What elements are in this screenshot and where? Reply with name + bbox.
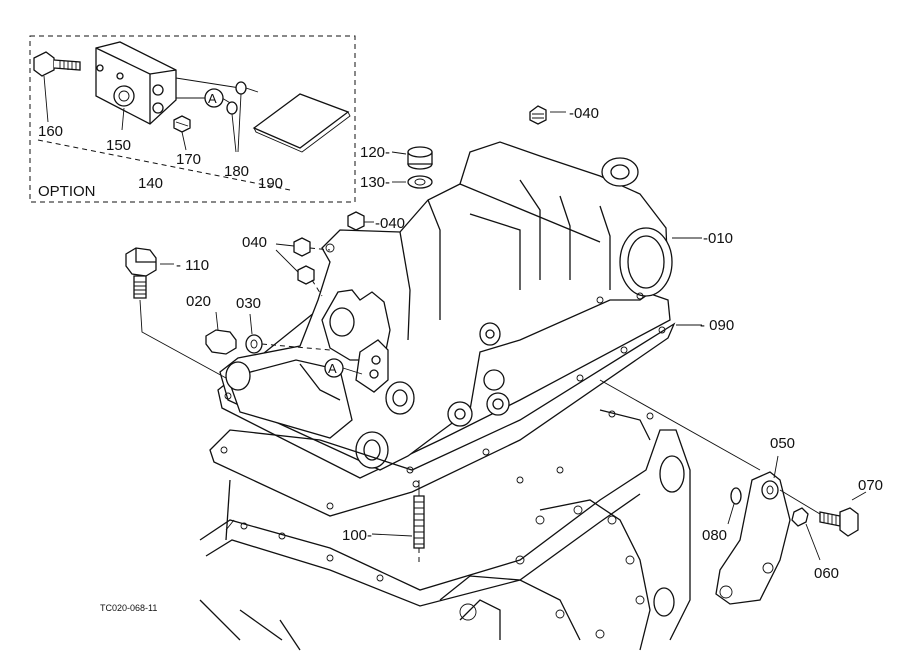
label-120: 120- bbox=[360, 144, 390, 161]
option-box bbox=[29, 35, 356, 203]
label-080: 080 bbox=[702, 527, 727, 544]
part-130-washer[interactable] bbox=[392, 175, 433, 189]
part-070-bolt[interactable] bbox=[779, 489, 867, 537]
part-040-plug-top-right[interactable] bbox=[529, 105, 566, 125]
diagram-code: TC020-068-11 bbox=[100, 603, 157, 613]
option-label: OPTION bbox=[38, 183, 96, 200]
label-070: 070 bbox=[858, 477, 883, 494]
part-010-housing[interactable] bbox=[217, 141, 673, 479]
part-120-cap[interactable] bbox=[391, 146, 433, 170]
svg-text:A: A bbox=[328, 361, 337, 376]
label-040-mid: -040 bbox=[375, 215, 405, 232]
labels: 160 150 170 180 190 140 OPTION -040 120-… bbox=[38, 105, 883, 613]
part-030-washer[interactable] bbox=[245, 313, 331, 354]
callout-a-housing: A bbox=[324, 358, 363, 378]
part-090-gasket[interactable] bbox=[209, 322, 676, 517]
label-170: 170 bbox=[176, 151, 201, 168]
svg-text:A: A bbox=[208, 91, 217, 106]
part-180-o-rings[interactable] bbox=[175, 77, 259, 153]
transmission-case bbox=[199, 409, 691, 651]
callout-a-option: A bbox=[204, 88, 224, 108]
part-060-plug[interactable] bbox=[791, 507, 821, 561]
label-180: 180 bbox=[224, 163, 249, 180]
part-050-bracket[interactable] bbox=[599, 379, 791, 605]
label-040-left: 040 bbox=[242, 234, 267, 251]
label-060: 060 bbox=[814, 565, 839, 582]
label-190: 190 bbox=[258, 175, 283, 192]
part-040-plug-left[interactable] bbox=[275, 237, 331, 297]
label-150: 150 bbox=[106, 137, 131, 154]
part-040-plug-mid[interactable] bbox=[347, 211, 374, 231]
label-140: 140 bbox=[138, 175, 163, 192]
leader-lines bbox=[672, 237, 702, 326]
label-020: 020 bbox=[186, 293, 211, 310]
part-160-bolt[interactable] bbox=[33, 51, 81, 123]
part-110-bolt[interactable] bbox=[125, 247, 227, 379]
part-080-o-ring[interactable] bbox=[727, 487, 742, 525]
label-050: 050 bbox=[770, 435, 795, 452]
label-160: 160 bbox=[38, 123, 63, 140]
label-110: - 110 bbox=[176, 257, 209, 274]
part-190-plate[interactable] bbox=[252, 93, 351, 153]
part-170-plug[interactable] bbox=[173, 115, 191, 151]
label-010: -010 bbox=[703, 230, 733, 247]
label-130: 130- bbox=[360, 174, 390, 191]
part-100-stud[interactable] bbox=[371, 480, 425, 566]
label-090: - 090 bbox=[700, 317, 734, 334]
part-020-plug[interactable] bbox=[205, 311, 237, 355]
label-100: 100- bbox=[342, 527, 372, 544]
part-150-valve-block[interactable] bbox=[95, 41, 177, 131]
label-030: 030 bbox=[236, 295, 261, 312]
label-040-top: -040 bbox=[569, 105, 599, 122]
